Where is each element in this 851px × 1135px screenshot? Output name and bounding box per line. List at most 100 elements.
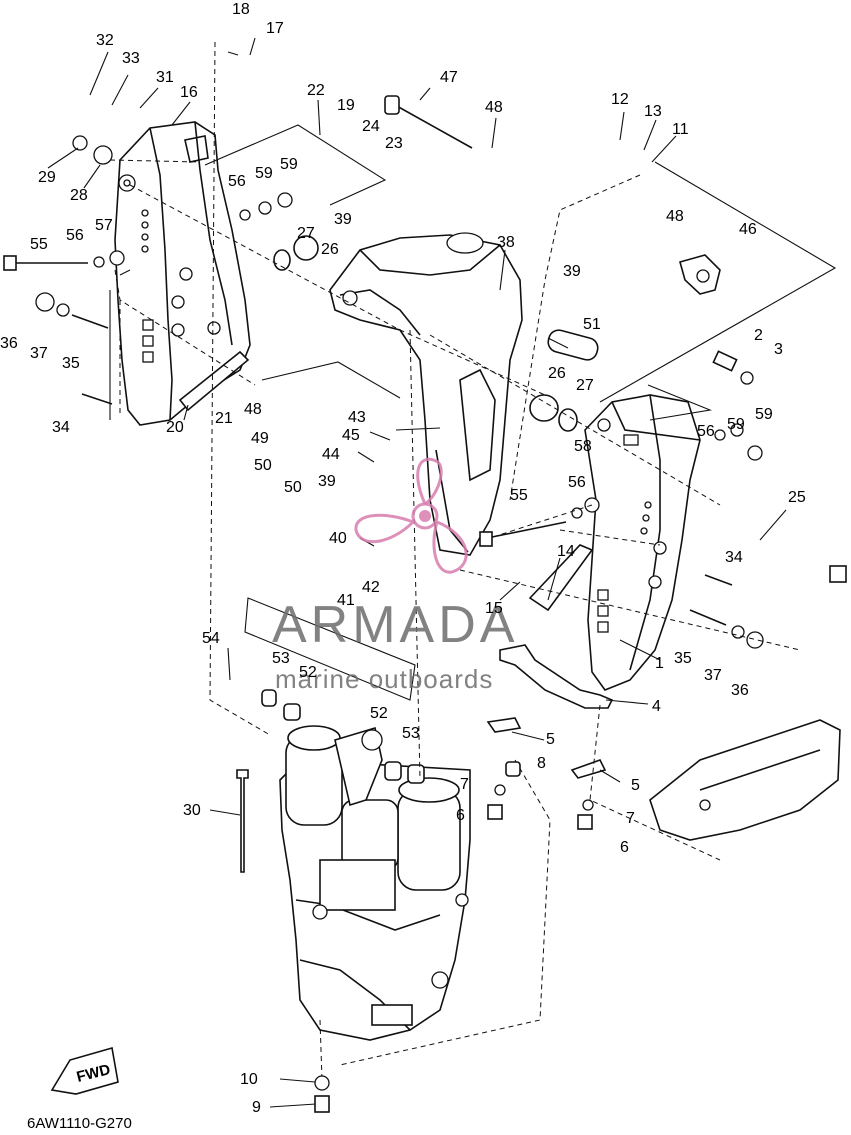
assembly-frame [204,124,387,206]
bolt-9 [314,1095,330,1113]
callout: 25 [788,489,806,506]
callout: 55 [510,487,528,504]
callout: 13 [644,103,662,120]
grommet-52-left [283,703,301,721]
bracket-bar [178,350,250,412]
callout: 42 [362,579,380,596]
guide-line [129,184,546,396]
grommet-53-left [261,689,277,707]
bolt-2 [712,350,738,372]
washer-56-a [239,209,251,221]
bolt-55-left [3,255,88,271]
clip-5-left [486,717,522,733]
bolt-6-right [577,814,593,830]
callout: 1 [655,655,664,672]
callout: 49 [251,430,269,447]
callout: 59 [255,165,273,182]
callout: 6 [456,807,465,824]
callout: 36 [0,335,18,352]
callout: 37 [30,345,48,362]
callout: 14 [557,543,575,560]
power-trim-tilt-unit [279,725,471,1041]
callout: 34 [52,419,70,436]
guide-line [339,759,551,1066]
washer-56-b [93,256,105,268]
callout: 59 [755,406,773,423]
lower-mount [649,719,841,841]
callout: 30 [183,802,201,819]
callout: 35 [674,650,692,667]
washer-3 [740,371,754,385]
assembly-frame [244,597,416,701]
fwd-arrow-icon: FWD [50,1046,119,1095]
callout: 16 [180,84,198,101]
callout: 57 [95,217,113,234]
callout: 12 [611,91,629,108]
washer-59-a [258,201,272,215]
callout: 6 [620,839,629,856]
callout: 17 [266,20,284,37]
watermark-brand: ARMADA [272,596,518,654]
stud-35-right [689,609,727,626]
callout: 22 [307,82,325,99]
callout: 11 [672,121,689,138]
washer-27-lower [558,408,578,432]
guide-line [109,159,201,163]
callout: 21 [215,410,233,427]
callout: 20 [166,419,184,436]
callout: 37 [704,667,722,684]
bushing-26-lower [529,394,559,422]
bolt-34-right [704,574,733,586]
watermark-tagline: marine outboards [275,664,493,694]
callout: 51 [583,316,601,333]
callout: 38 [497,234,515,251]
callout: 50 [284,479,302,496]
guide-line [319,1019,323,1081]
collar-8 [505,761,521,777]
washer-7-left [494,784,506,796]
leader-lines [47,37,787,1108]
guide-line [509,174,641,501]
washer-7-right [582,799,594,811]
washer-59-d [747,445,763,461]
callout: 5 [546,731,555,748]
washer-37-left [56,303,70,317]
callout: 36 [731,682,749,699]
callout: 24 [362,118,380,135]
guide-line [209,41,271,736]
cable-tie-30 [236,769,249,873]
guide-line [114,269,256,386]
callout: 33 [122,50,140,67]
callout: 43 [348,409,366,426]
guide-line [409,329,421,781]
stud-35-left [71,314,109,329]
callout: 40 [329,530,347,547]
washer-57 [109,250,125,266]
guide-line [559,529,661,546]
callout: 39 [318,473,336,490]
callout: 48 [485,99,503,116]
callout: 53 [272,650,290,667]
tilt-rod [704,501,847,583]
nut-36-left [35,292,55,312]
callout: 58 [574,438,592,455]
callout: 27 [576,377,594,394]
callout: 59 [280,156,298,173]
callout: 31 [156,69,174,86]
callout: 18 [232,1,250,18]
callout: 2 [754,327,763,344]
callout: 29 [38,169,56,186]
assembly-frame [109,269,131,420]
clip-5-right [570,759,607,779]
callout: 4 [652,698,661,715]
washer-56-c [714,429,726,441]
callout: 50 [254,457,272,474]
callout: 53 [402,725,420,742]
nut-36-right [746,631,764,649]
callout: 45 [342,427,360,444]
callouts: 18 17 32 33 31 16 22 19 24 23 47 48 12 1… [0,1,806,1116]
washer-56-d [571,507,583,519]
callout: 48 [244,401,262,418]
callout: 46 [739,221,757,238]
callout: 10 [240,1071,258,1088]
